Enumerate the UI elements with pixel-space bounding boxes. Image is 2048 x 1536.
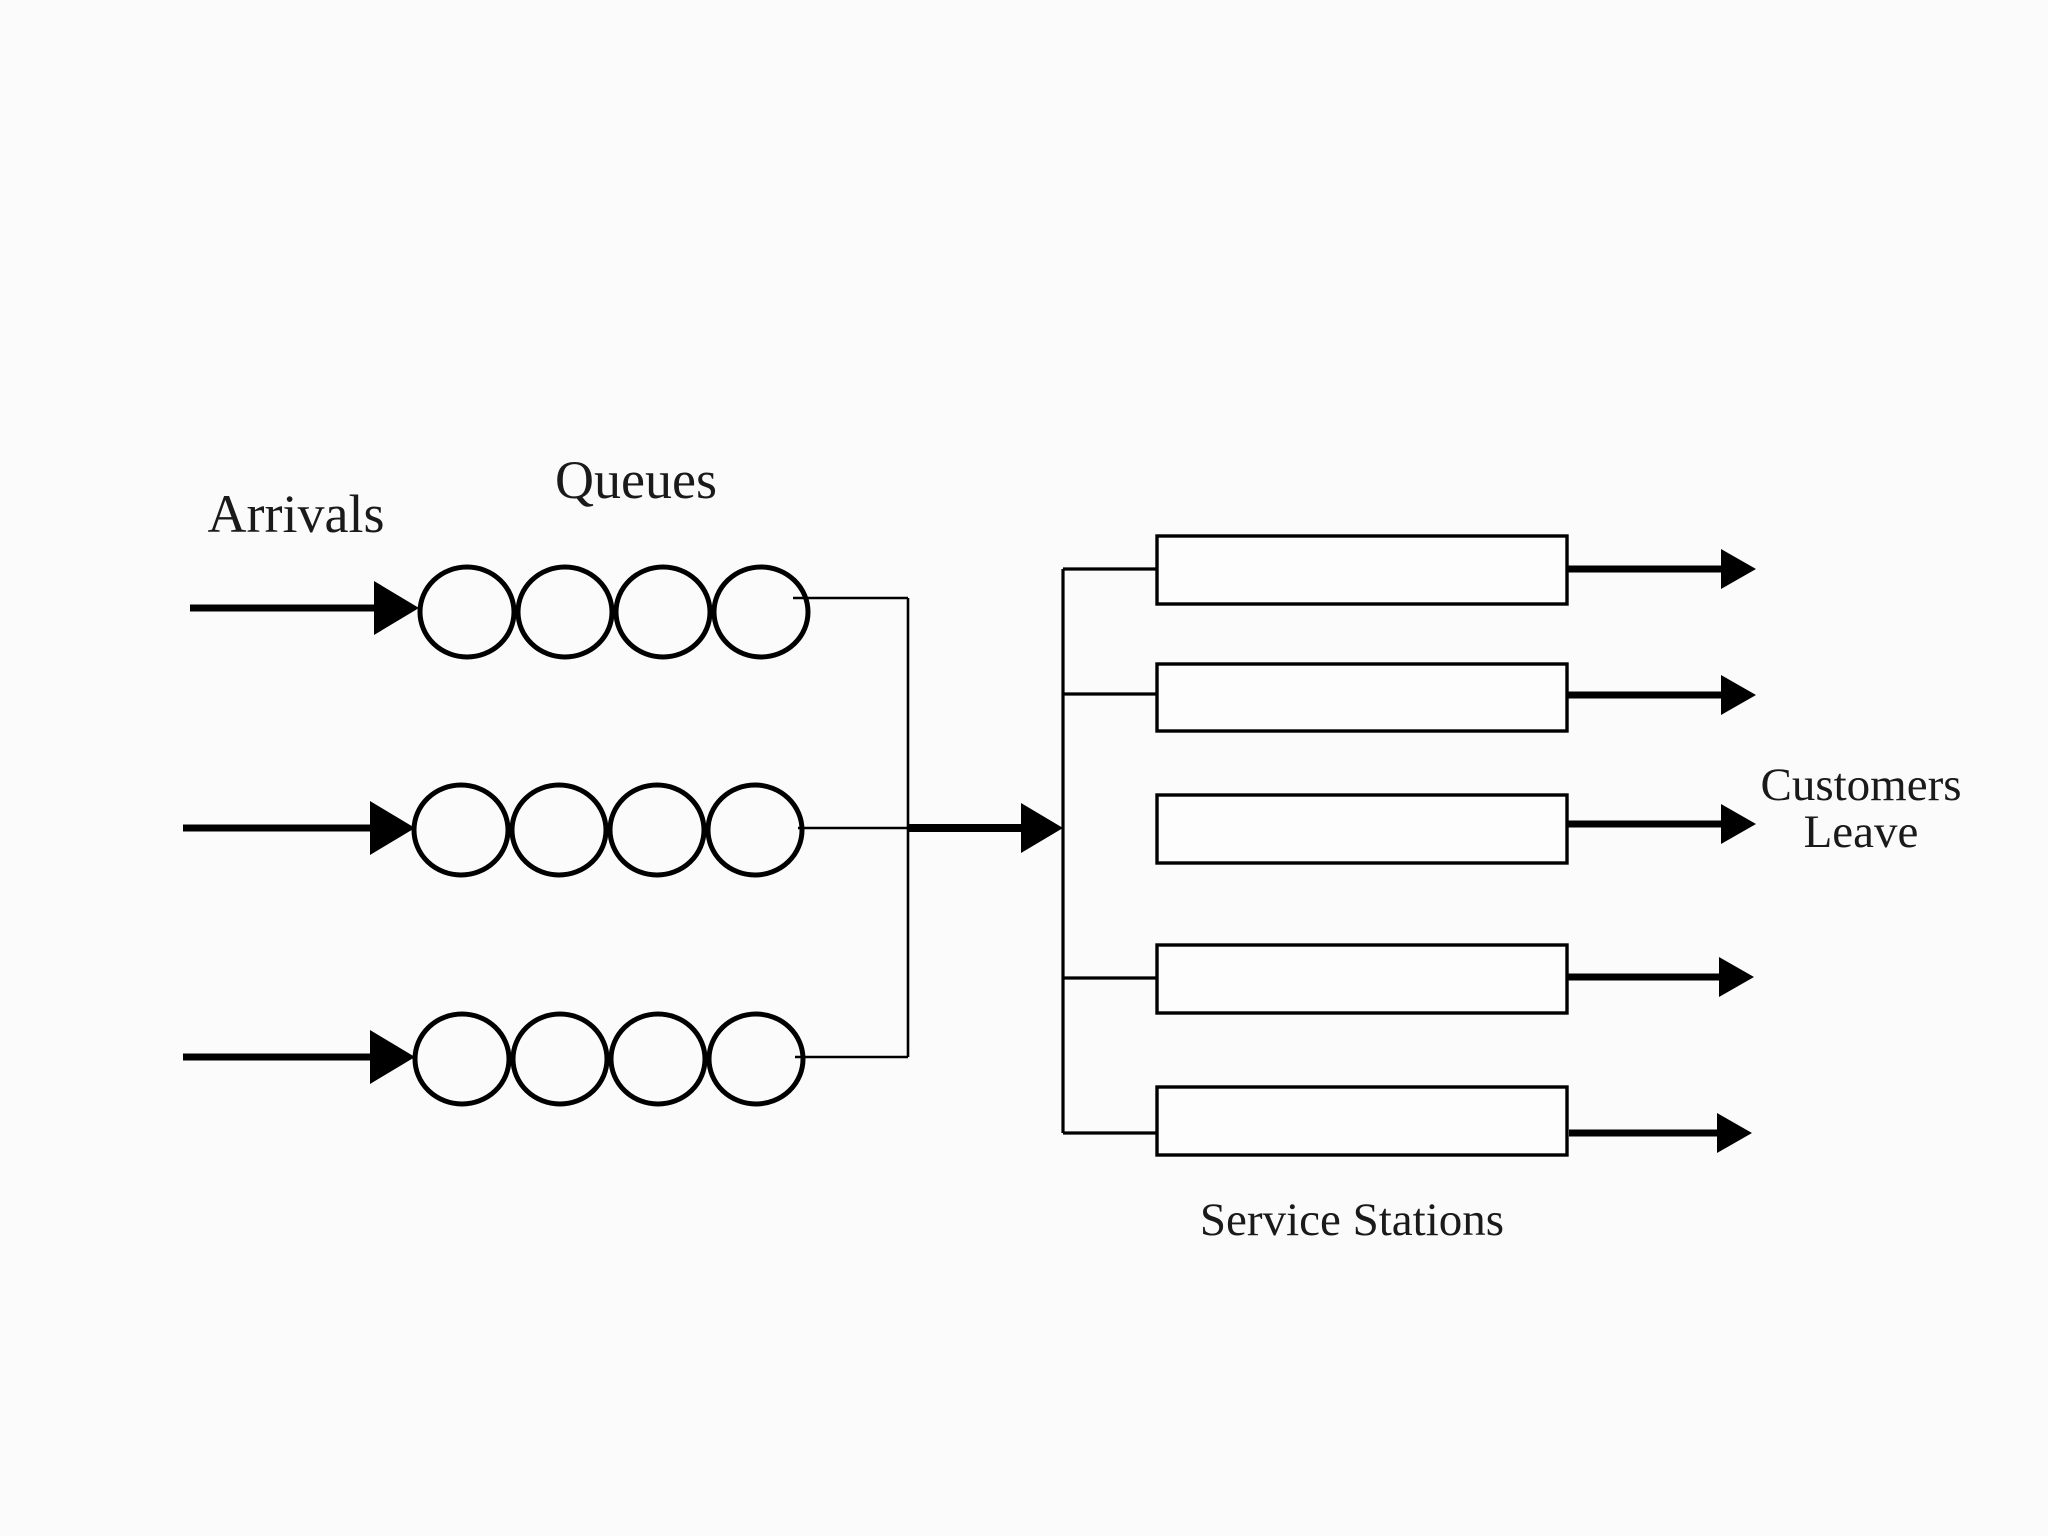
departure-arrow-1 (1567, 549, 1756, 589)
arrivals-label: Arrivals (208, 484, 385, 544)
queue-1-customer-2 (515, 564, 615, 660)
departure-arrow-2 (1567, 675, 1756, 715)
arrival-arrow-3-head-icon (370, 1030, 415, 1084)
service-station-4-box (1155, 943, 1569, 1015)
queue-2-customer-2 (509, 782, 609, 878)
queue-2-customer-3 (607, 782, 707, 878)
queue-2-customer-1 (411, 782, 511, 878)
queues-label: Queues (555, 450, 717, 510)
customers-leave-label-line2: Leave (1804, 806, 1919, 858)
arrival-arrow-2-head-icon (370, 801, 415, 855)
service-station-2-box (1155, 662, 1569, 733)
queue-row-2 (411, 782, 908, 878)
dispatch-arrow-head-icon (1021, 803, 1063, 853)
customers-leave-label-line1: Customers (1760, 759, 1961, 811)
departure-arrow-3 (1567, 804, 1756, 844)
queue-3-customer-4 (706, 1011, 806, 1107)
queue-1-customer-4 (711, 564, 811, 660)
arrival-arrow-3 (183, 1030, 415, 1084)
departure-arrow-4-head-icon (1719, 957, 1754, 997)
queue-1-customer-1 (417, 564, 517, 660)
departure-arrow-1-head-icon (1721, 549, 1756, 589)
service-stations-label: Service Stations (1200, 1194, 1504, 1246)
queue-3-customer-1 (412, 1011, 512, 1107)
queue-row-1 (417, 564, 908, 660)
arrival-arrow-1 (190, 581, 419, 635)
departure-arrow-5 (1569, 1113, 1752, 1153)
queue-3-customer-3 (608, 1011, 708, 1107)
queue-2-customer-4 (705, 782, 805, 878)
departure-arrow-5-head-icon (1717, 1113, 1752, 1153)
queue-row-3 (412, 1011, 908, 1107)
service-station-5-box (1155, 1085, 1569, 1157)
queue-3-customer-2 (510, 1011, 610, 1107)
dispatch-arrow (908, 803, 1063, 853)
departure-arrow-2-head-icon (1721, 675, 1756, 715)
service-station-1-box (1155, 534, 1569, 606)
arrival-arrow-2 (183, 801, 415, 855)
service-station-3-box (1155, 793, 1569, 865)
departure-arrow-4 (1568, 957, 1754, 997)
queue-1-customer-3 (613, 564, 713, 660)
arrival-arrow-1-head-icon (374, 581, 419, 635)
departure-arrow-3-head-icon (1721, 804, 1756, 844)
